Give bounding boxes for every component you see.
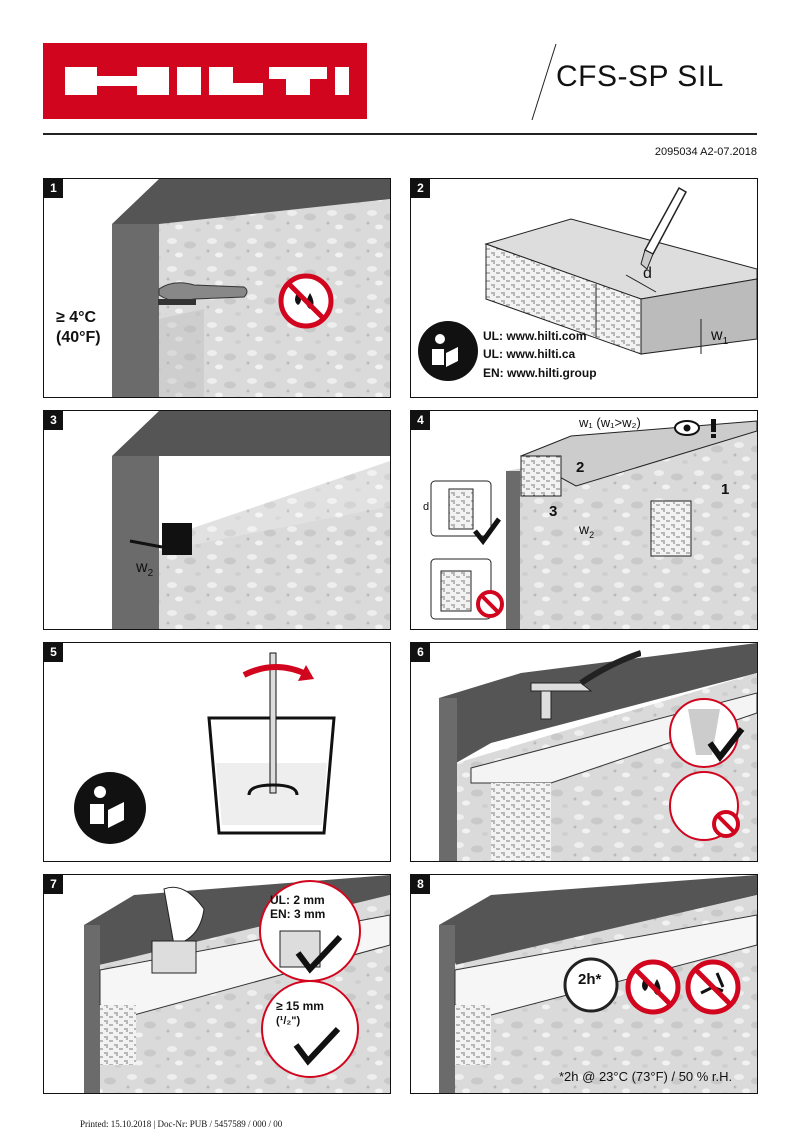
brush-icon <box>158 282 248 305</box>
min-temp-celsius: ≥ 4°C <box>56 309 97 326</box>
step-5-panel: 5 <box>43 642 391 862</box>
measure-gap-illustration <box>112 411 390 629</box>
depth-label: d <box>423 501 430 513</box>
thickness-en: EN: 3 mm <box>270 907 326 921</box>
step-number: 5 <box>44 643 63 662</box>
width-rule-text: w₁ (w₁>w₂) <box>579 415 641 430</box>
step-4-panel: 4 w₁ (w₁>w₂) 1 2 3 d w2 <box>410 410 758 630</box>
cure-time: 2h* <box>578 971 602 988</box>
check-icon <box>473 517 501 545</box>
step-3-panel: 3 w2 <box>43 410 391 630</box>
step-6-panel: 6 <box>410 642 758 862</box>
knife-icon <box>640 186 688 270</box>
step-8-panel: 8 2h* *2h @ 23°C (73°F) / 50 % r.H. <box>410 874 758 1094</box>
header-rule <box>43 133 757 135</box>
hilti-logo <box>43 43 367 119</box>
step-number: 2 <box>411 179 430 198</box>
clock-icon <box>563 957 619 1013</box>
print-footer: Printed: 15.10.2018 | Doc-Nr: PUB / 5457… <box>80 1119 283 1129</box>
install-wool-illustration <box>430 420 757 629</box>
read-manual-icon <box>418 321 478 381</box>
step-number: 3 <box>44 411 63 430</box>
header-divider-slash <box>531 43 557 121</box>
cut-depth-label: d <box>643 265 652 282</box>
cure-footnote: *2h @ 23°C (73°F) / 50 % r.H. <box>559 1069 733 1084</box>
spray-gun-icon <box>530 650 641 720</box>
document-number: 2095034 A2-07.2018 <box>654 146 757 158</box>
url-ul-com[interactable]: UL: www.hilti.com <box>483 329 587 343</box>
prohibited-icon <box>476 590 504 618</box>
detail-callouts <box>259 880 361 1078</box>
step-2-panel: 2 d w1 UL: www.hilti.com UL: www.hilti.c… <box>410 178 758 398</box>
gap-width-label: w2 <box>579 521 595 540</box>
width-label: w1 <box>711 327 729 348</box>
step-number: 8 <box>411 875 430 894</box>
step-1-panel: 1 ≥ 4°C (40°F) <box>43 178 391 398</box>
step-number: 1 <box>44 179 63 198</box>
step-number: 7 <box>44 875 63 894</box>
no-stress-icon <box>685 959 741 1015</box>
rotate-arrow-icon <box>242 664 314 681</box>
gap-width-label: w2 <box>136 559 154 580</box>
mixing-bucket-illustration <box>207 652 336 835</box>
overlap-mm: ≥ 15 mm <box>276 999 324 1013</box>
url-en-group[interactable]: EN: www.hilti.group <box>483 366 597 380</box>
hilti-wordmark <box>65 67 349 95</box>
sequence-2: 2 <box>576 459 585 476</box>
gauge-card-icon <box>151 886 205 974</box>
wall-opening-illustration <box>112 179 390 397</box>
overlap-inch: (¹/₂") <box>276 1015 301 1027</box>
product-name: CFS-SP SIL <box>556 60 724 93</box>
step-7-panel: 7 UL: 2 mm EN: 3 mm ≥ 15 mm (¹/₂") <box>43 874 391 1094</box>
sequence-3: 3 <box>549 503 558 520</box>
prohibited-icon <box>669 771 740 841</box>
url-ul-ca[interactable]: UL: www.hilti.ca <box>483 347 576 361</box>
no-water-icon <box>278 273 334 329</box>
read-manual-icon <box>74 772 146 844</box>
inspect-eye-icon <box>674 419 716 438</box>
thickness-ul: UL: 2 mm <box>270 893 325 907</box>
sequence-1: 1 <box>721 481 730 498</box>
no-water-icon <box>625 959 681 1015</box>
min-temp-fahrenheit: (40°F) <box>56 329 101 346</box>
step-number: 4 <box>411 411 430 430</box>
tape-measure-icon <box>129 523 192 555</box>
step-number: 6 <box>411 643 430 662</box>
mineral-wool-board-illustration <box>484 218 757 355</box>
check-icon <box>669 698 745 768</box>
